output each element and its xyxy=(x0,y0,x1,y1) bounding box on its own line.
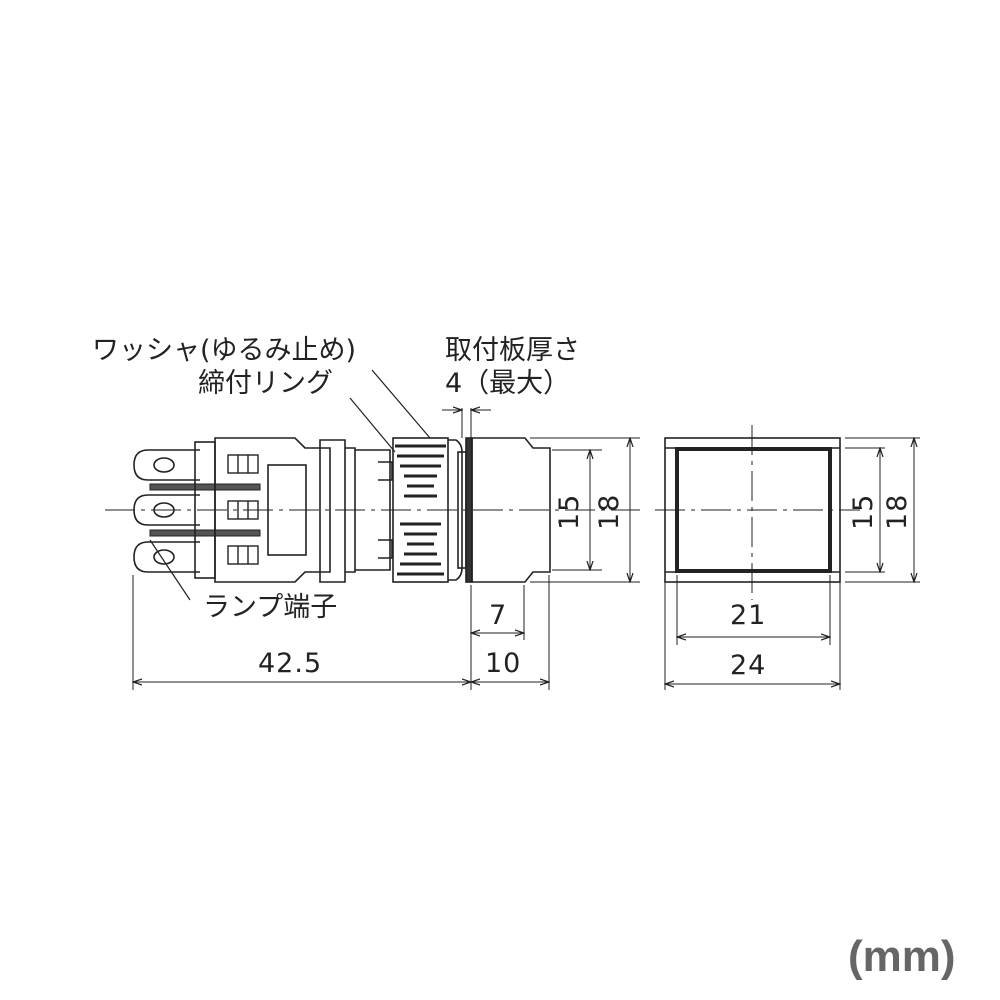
dim-bezel-inner-height: 15 xyxy=(554,493,585,530)
dim-front-inner-width: 21 xyxy=(730,600,767,631)
dim-bezel-depth: 10 xyxy=(485,648,522,679)
dim-front-outer-width: 24 xyxy=(730,650,767,681)
dim-bezel-step: 7 xyxy=(489,600,508,631)
tightening-ring-label: 締付リング xyxy=(198,368,333,399)
unit-label: (mm) xyxy=(848,932,956,981)
dim-bezel-outer-height: 18 xyxy=(594,493,625,530)
dim-front-outer-height: 18 xyxy=(882,493,913,530)
front-view xyxy=(655,425,860,600)
tightening-ring xyxy=(392,437,449,583)
panel-thickness-title: 取付板厚さ xyxy=(445,335,580,366)
lamp-terminal-label: ランプ端子 xyxy=(203,592,338,623)
terminal-tabs xyxy=(133,449,200,573)
washer-label: ワッシャ(ゆるみ止め) xyxy=(92,335,357,366)
bezel-side xyxy=(471,437,551,583)
dim-front-inner-height: 15 xyxy=(848,493,879,530)
panel-thickness-value: 4（最大） xyxy=(445,368,571,399)
dim-body-length: 42.5 xyxy=(258,648,323,679)
washer xyxy=(448,439,463,581)
